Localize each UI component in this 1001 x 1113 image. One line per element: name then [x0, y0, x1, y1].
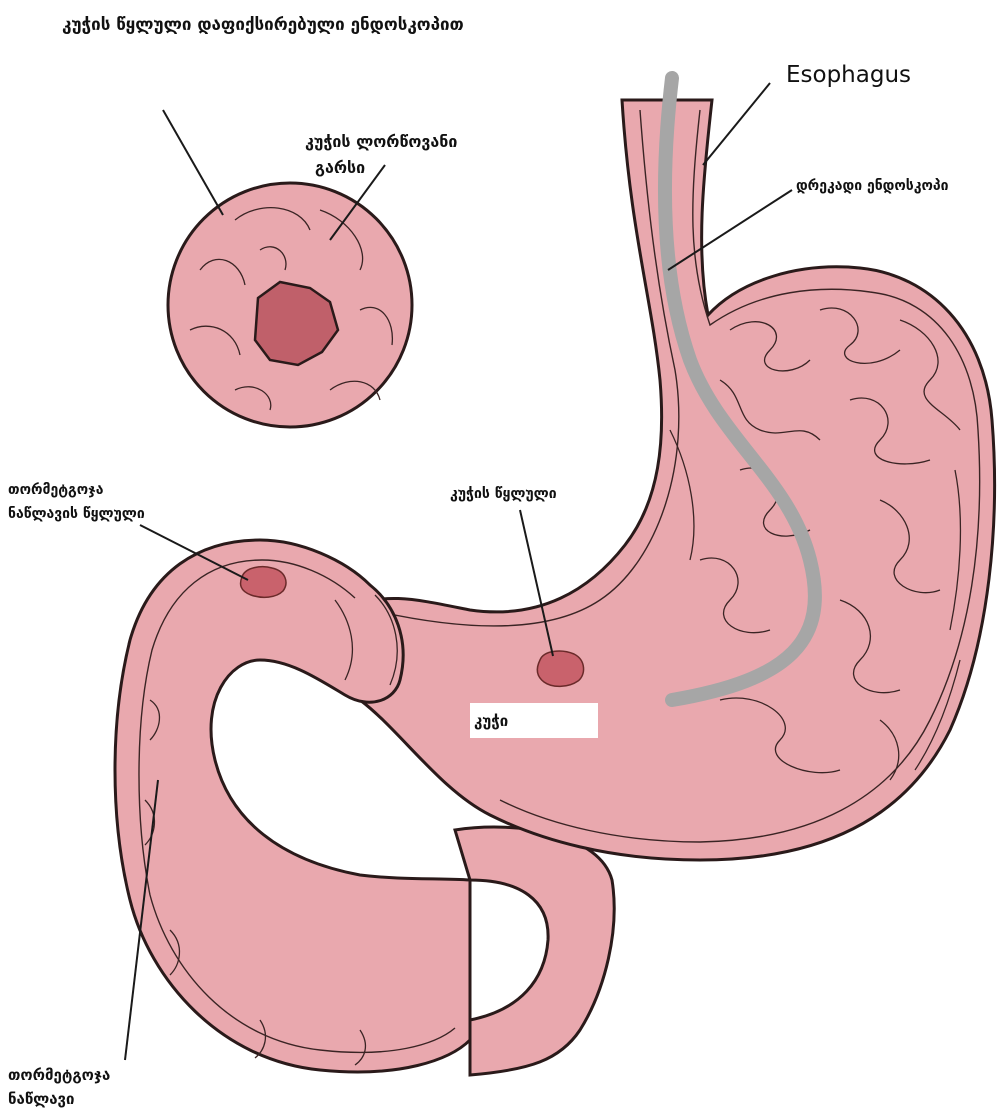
duodenal-ulcer-label-line2: ნაწლავის წყლული	[8, 506, 145, 522]
duodenal-ulcer	[241, 567, 286, 598]
esophagus-label: Esophagus	[786, 62, 911, 88]
duodenal-ulcer-label-line1: თორმეტგოჯა	[8, 482, 104, 498]
duodenum-label-line1: თორმეტგოჯა	[8, 1066, 110, 1084]
endoscopic-view	[168, 183, 412, 427]
gastric-ulcer	[537, 651, 583, 686]
duodenum-label-line2: ნაწლავი	[8, 1090, 74, 1108]
duodenum-lower-part	[455, 827, 614, 1075]
flexible-endoscope-label: დრეკადი ენდოსკოპი	[796, 178, 949, 194]
gastric-ulcer-label: კუჭის წყლული	[450, 486, 557, 502]
leader-top-caption	[163, 110, 223, 215]
top-caption: კუჭის წყლული დაფიქსირებული ენდოსკოპით	[62, 15, 464, 35]
stomach-lining-label-line2: გარსი	[315, 158, 365, 177]
stomach-lining-label-line1: კუჭის ლორწოვანი	[305, 132, 457, 151]
leader-esophagus	[703, 83, 770, 165]
stomach-label: კუჭი	[474, 712, 508, 730]
